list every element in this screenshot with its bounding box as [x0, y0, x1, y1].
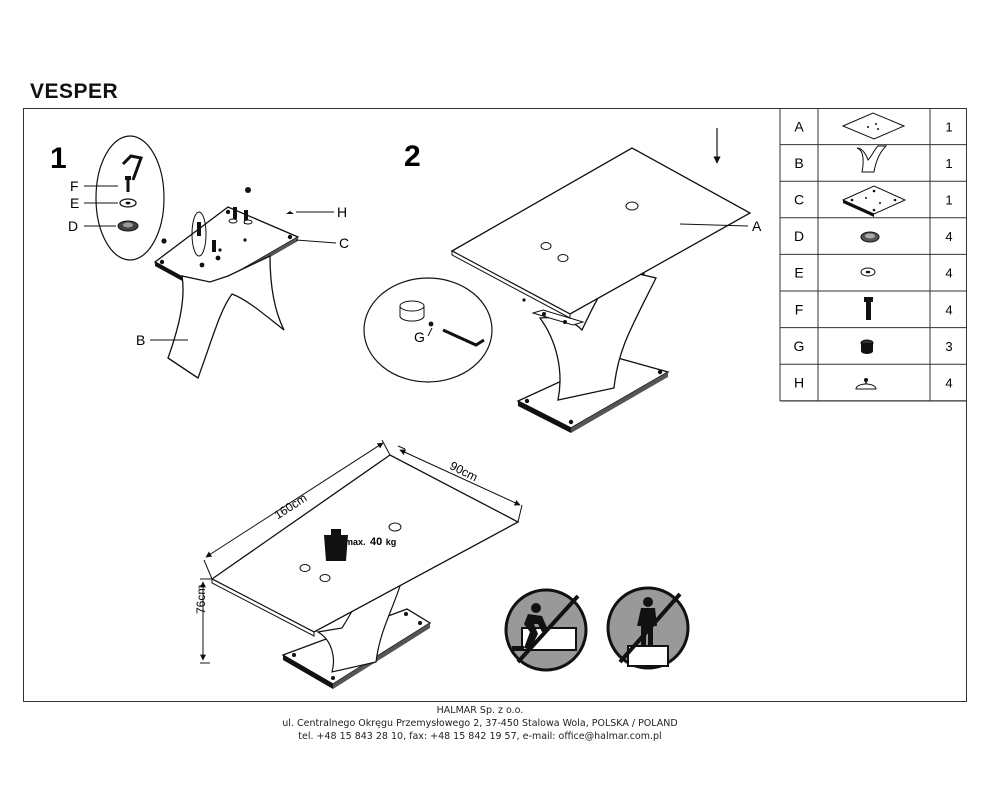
- part-c-icon: [841, 185, 907, 217]
- height-dimension: 76cm: [194, 585, 208, 614]
- callout-b-label: B: [136, 332, 145, 348]
- part-g-icon: [860, 339, 874, 354]
- part-qty-d: 4: [945, 229, 952, 244]
- no-climbing-warning-icon: [504, 588, 588, 672]
- product-title: VESPER: [30, 80, 119, 103]
- part-qty-a: 1: [945, 119, 952, 134]
- part-qty-b: 1: [945, 156, 952, 171]
- bolt-f-icon: [125, 176, 131, 192]
- part-qty-e: 4: [945, 266, 952, 281]
- footer-address: ul. Centralnego Okręgu Przemysłowego 2, …: [282, 718, 678, 729]
- part-letter-c: C: [794, 192, 804, 208]
- detail-zoom-circle: [363, 277, 493, 383]
- callout-g-label: G: [414, 329, 425, 345]
- callout-a-label: A: [752, 218, 762, 234]
- max-load-label: max. 40 kg: [345, 536, 396, 548]
- bracket-edge-icon: [121, 154, 144, 181]
- part-e-icon: [860, 267, 876, 277]
- part-letter-h: H: [794, 375, 804, 391]
- part-letter-a: A: [794, 118, 804, 134]
- callout-e-label: E: [70, 195, 79, 211]
- washer-e-icon: [119, 198, 137, 208]
- footer-company: HALMAR Sp. z o.o.: [436, 705, 524, 716]
- part-letter-e: E: [794, 265, 803, 281]
- step-1-illustration: 1 F E D: [50, 135, 349, 379]
- part-letter-d: D: [794, 228, 804, 244]
- glide-h-icon: [286, 211, 294, 214]
- part-letter-f: F: [795, 301, 804, 317]
- part-qty-h: 4: [945, 376, 952, 391]
- footer-contact: tel. +48 15 843 28 10, fax: +48 15 842 1…: [298, 731, 662, 742]
- part-d-icon: [860, 231, 880, 243]
- weight-icon: [324, 529, 348, 561]
- step-2-illustration: 2 A G: [363, 128, 762, 433]
- step-1-number: 1: [50, 142, 67, 175]
- callout-f-label: F: [70, 178, 79, 194]
- callout-d-label: D: [68, 218, 78, 234]
- felt-pad-d-icon: [117, 220, 139, 232]
- part-f-icon: [864, 297, 873, 320]
- glass-top-a-shape: [450, 147, 752, 315]
- footer: HALMAR Sp. z o.o. ul. Centralnego Okręgu…: [0, 704, 960, 743]
- part-b-icon: [856, 145, 888, 173]
- part-letter-b: B: [794, 155, 803, 171]
- part-qty-g: 3: [945, 339, 952, 354]
- detail-zoom-ellipse: [95, 135, 165, 261]
- width-dimension: 90cm: [448, 459, 481, 485]
- part-h-icon: [855, 378, 877, 390]
- no-standing-warning-icon: [606, 586, 690, 670]
- allen-key-icon: [442, 328, 485, 347]
- cap-g-icon: [399, 300, 425, 322]
- part-a-icon: [841, 112, 906, 140]
- part-qty-f: 4: [945, 302, 952, 317]
- pedestal-shape: [538, 269, 657, 401]
- callout-h-label: H: [337, 204, 347, 220]
- instruction-frame: [23, 108, 967, 702]
- step-2-number: 2: [404, 140, 421, 173]
- callout-c-label: C: [339, 235, 349, 251]
- dimension-illustration: 160cm 90cm 76cm max. 40 kg: [194, 439, 523, 689]
- part-qty-c: 1: [945, 193, 952, 208]
- leg-b-shape: [167, 254, 285, 379]
- part-letter-g: G: [794, 338, 805, 354]
